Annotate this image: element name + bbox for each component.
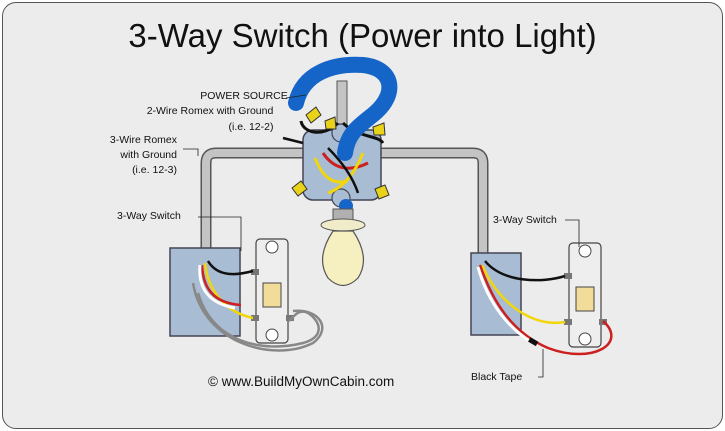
- light-bulb-icon: [320, 208, 366, 287]
- power-source-label: POWER SOURCE: [200, 90, 288, 102]
- romex3-label: 3-Wire Romex: [109, 134, 177, 146]
- wire-nut: [291, 106, 390, 200]
- romex3-ground-label: with Ground: [120, 149, 177, 161]
- black-tape: [528, 337, 539, 347]
- question-mark-icon: [288, 56, 398, 161]
- left-switch-label: 3-Way Switch: [117, 210, 181, 222]
- romex3-example-label: (i.e. 12-3): [132, 164, 177, 176]
- diagram-title: 3-Way Switch (Power into Light): [128, 17, 597, 54]
- wiring-diagram: [169, 56, 613, 378]
- right-switch-label: 3-Way Switch: [493, 214, 557, 226]
- power-source-example-label: (i.e. 12-2): [228, 121, 274, 133]
- black-tape-label: Black Tape: [471, 371, 523, 383]
- power-source-cable-label: 2-Wire Romex with Ground: [146, 105, 274, 117]
- right-toggle-switch-icon: [564, 242, 607, 348]
- left-toggle-switch-icon: [251, 238, 294, 344]
- copyright: © www.BuildMyOwnCabin.com: [208, 374, 395, 389]
